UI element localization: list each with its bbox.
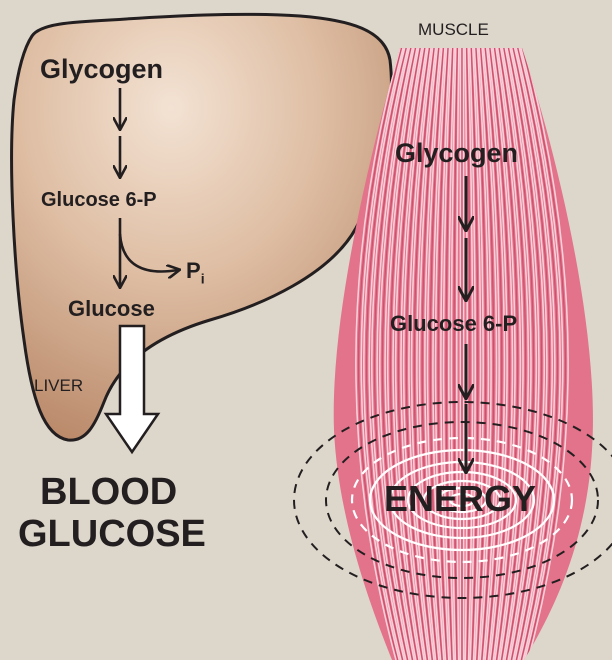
muscle-fiber — [467, 48, 474, 660]
liver-shape — [10, 12, 393, 442]
muscle-fiber — [418, 48, 438, 660]
muscle-fiber — [468, 48, 477, 660]
muscle-shape — [333, 48, 593, 660]
blood-label: BLOOD — [40, 471, 178, 513]
muscle-fiber — [445, 48, 454, 660]
muscle-fiber — [489, 48, 511, 660]
muscle-fiber — [360, 48, 404, 660]
muscle-fiber — [378, 48, 415, 660]
muscle-fiber — [405, 48, 431, 660]
muscle-fiber — [373, 48, 412, 660]
muscle-fiber — [394, 48, 425, 660]
muscle-fiber — [495, 48, 522, 660]
muscle-fiber — [496, 48, 524, 660]
muscle-fiber — [504, 48, 538, 660]
muscle-fiber — [368, 48, 409, 660]
muscle-fiber — [447, 48, 456, 660]
liver-arrows — [120, 88, 178, 286]
muscle-fiber — [481, 48, 498, 660]
muscle-fiber — [386, 48, 420, 660]
muscle-fiber — [402, 48, 429, 660]
muscle-fiber — [512, 48, 551, 660]
muscle-fiber — [466, 48, 471, 660]
muscle-fiber — [513, 48, 553, 660]
liver-glucose-6p-label: Glucose 6-P — [41, 189, 157, 211]
muscle-fiber — [410, 48, 434, 660]
muscle-fiber — [455, 48, 460, 660]
muscle-glycogen-label: Glycogen — [395, 138, 519, 168]
muscle-fiber — [475, 48, 487, 660]
muscle-fiber — [521, 48, 567, 660]
muscle-fiber — [400, 48, 428, 660]
muscle-fiber — [381, 48, 417, 660]
muscle-fiber — [510, 48, 548, 660]
muscle-fiber — [442, 48, 452, 660]
blood-glucose-arrow — [103, 324, 161, 455]
muscle-fiber — [499, 48, 530, 660]
muscle-fiber — [384, 48, 418, 660]
liver-glucose-label: Glucose — [68, 296, 155, 321]
muscle-fiber — [515, 48, 556, 660]
muscle-fiber — [450, 48, 457, 660]
muscle-fiber — [437, 48, 449, 660]
muscle-fiber — [416, 48, 437, 660]
muscle-fiber — [507, 48, 543, 660]
muscle-fiber — [365, 48, 407, 660]
muscle-fiber — [518, 48, 561, 660]
muscle-fiber — [363, 48, 406, 660]
muscle-fiber — [520, 48, 564, 660]
muscle-fiber — [476, 48, 490, 660]
muscle-fiber — [355, 48, 401, 660]
muscle-fiber — [484, 48, 503, 660]
muscle-fiber — [498, 48, 527, 660]
muscle-fiber — [434, 48, 448, 660]
muscle-fiber — [509, 48, 546, 660]
liver-organ-label: LIVER — [34, 376, 84, 395]
muscle-fiber — [490, 48, 514, 660]
muscle-fiber — [371, 48, 411, 660]
liver-glycogen-label: Glycogen — [40, 54, 164, 84]
muscle-fiber — [389, 48, 421, 660]
muscle-fiber — [517, 48, 559, 660]
muscle-fiber — [453, 48, 458, 660]
muscle-fiber — [493, 48, 519, 660]
muscle-fiber — [523, 48, 569, 660]
muscle-fiber — [424, 48, 442, 660]
phosphate-subscript: i — [200, 270, 205, 287]
phosphate-label: Pi — [186, 258, 205, 287]
energy-label: ENERGY — [384, 478, 537, 519]
muscle-fiber — [501, 48, 532, 660]
muscle-fiber — [506, 48, 540, 660]
muscle-fiber — [473, 48, 485, 660]
muscle-fiber — [421, 48, 440, 660]
muscle-fiber — [492, 48, 516, 660]
glucose-output-label: GLUCOSE — [18, 513, 206, 555]
muscle-fiber — [482, 48, 500, 660]
muscle-fiber — [439, 48, 451, 660]
muscle-fiber — [413, 48, 435, 660]
muscle-fiber — [376, 48, 414, 660]
muscle-glucose-6p-label: Glucose 6-P — [390, 311, 518, 336]
muscle-fiber — [397, 48, 426, 660]
muscle-fiber — [503, 48, 535, 660]
muscle-fiber — [408, 48, 432, 660]
muscle-fiber — [392, 48, 423, 660]
muscle-fiber — [472, 48, 482, 660]
muscle-fiber — [470, 48, 479, 660]
muscle-fiber — [357, 48, 403, 660]
muscle-organ-label: MUSCLE — [418, 20, 489, 39]
